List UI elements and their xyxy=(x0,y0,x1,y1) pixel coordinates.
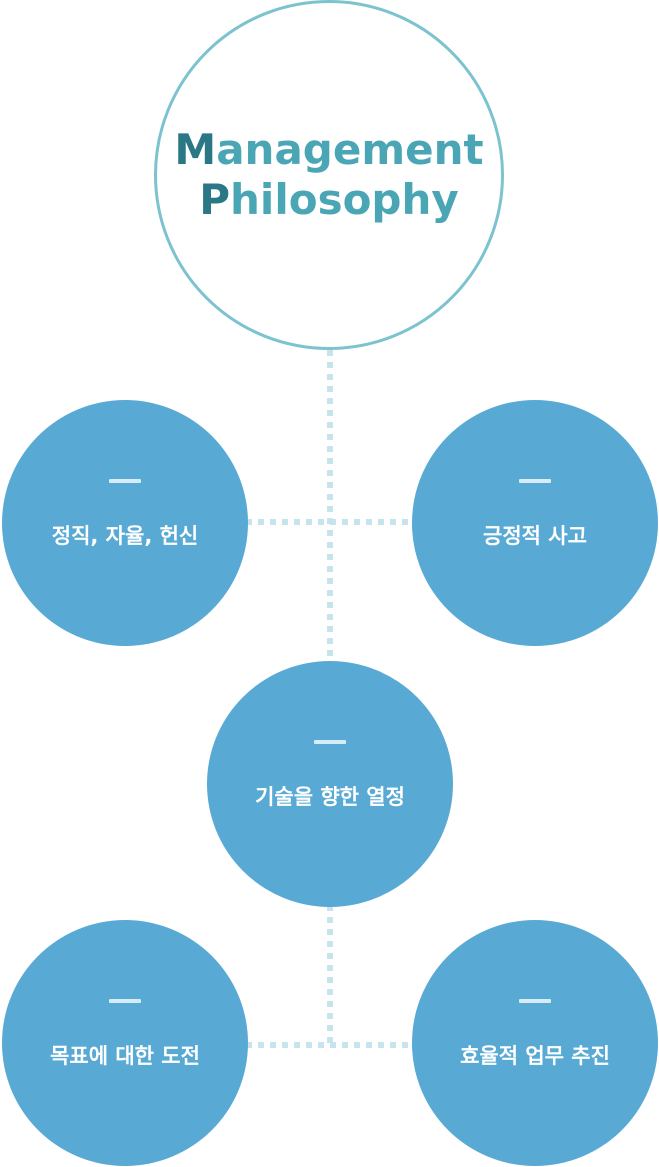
title-line-1-initial: M xyxy=(174,125,217,174)
value-dash xyxy=(519,999,551,1003)
value-label-goal-challenge: 목표에 대한 도전 xyxy=(50,1044,200,1068)
management-philosophy-title-node: Management Philosophy xyxy=(154,0,504,350)
value-circle-integrity: 정직, 자율, 헌신 xyxy=(2,400,248,646)
value-circle-passion-for-technology: 기술을 향한 열정 xyxy=(207,661,453,907)
title-line-1-rest: anagement xyxy=(216,125,484,174)
value-dash xyxy=(519,479,551,483)
value-circle-goal-challenge: 목표에 대한 도전 xyxy=(2,920,248,1166)
connector-middle-to-bottom xyxy=(327,905,333,1045)
value-dash xyxy=(109,479,141,483)
value-label-integrity: 정직, 자율, 헌신 xyxy=(51,524,199,548)
title-line-2-rest: hilosophy xyxy=(230,175,459,224)
title-line-2-initial: P xyxy=(199,175,231,224)
value-label-passion-for-technology: 기술을 향한 열정 xyxy=(255,785,405,809)
connector-top-row xyxy=(246,519,412,525)
value-circle-positive-thinking: 긍정적 사고 xyxy=(412,400,658,646)
value-circle-efficient-work: 효율적 업무 추진 xyxy=(412,920,658,1166)
connector-center-to-values xyxy=(327,350,333,685)
title-line-1: Management xyxy=(174,125,483,175)
connector-bottom-row xyxy=(246,1042,412,1048)
value-label-efficient-work: 효율적 업무 추진 xyxy=(460,1044,610,1068)
title-line-2: Philosophy xyxy=(199,175,459,225)
value-label-positive-thinking: 긍정적 사고 xyxy=(483,524,587,548)
value-dash xyxy=(109,999,141,1003)
value-dash xyxy=(314,740,346,744)
